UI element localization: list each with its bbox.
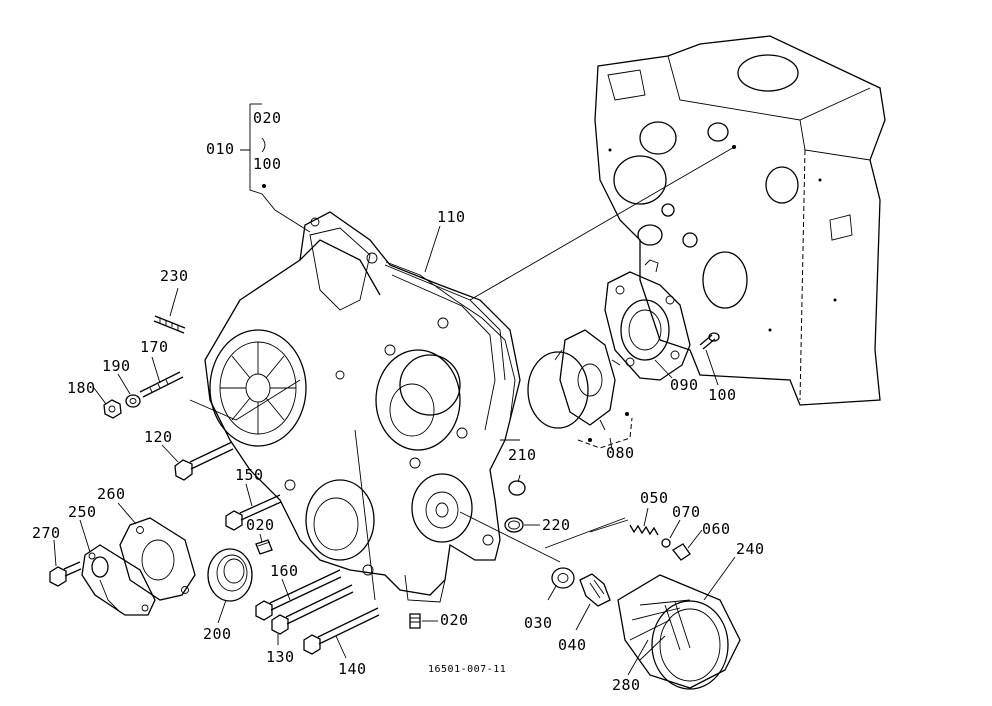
bolt-160: [255, 569, 342, 621]
label-080: 080: [606, 444, 635, 462]
label-020-mid: 020: [246, 516, 275, 534]
label-090: 090: [670, 376, 699, 394]
oil-filter-280: [617, 574, 741, 690]
washer-190: [125, 394, 141, 408]
label-120: 120: [144, 428, 173, 446]
bolt-140: [303, 607, 380, 655]
drawing-reference-code: 16501-007-11: [428, 664, 507, 675]
gear-case-housing: [204, 211, 521, 603]
label-200: 200: [203, 625, 232, 643]
gasket-110: [385, 261, 516, 421]
label-020-top: 020: [253, 109, 282, 127]
label-100-top: 100: [253, 155, 282, 173]
label-210: 210: [508, 446, 537, 464]
label-060: 060: [702, 520, 731, 538]
oil-pump-cover: [604, 259, 691, 381]
label-070: 070: [672, 503, 701, 521]
label-260: 260: [97, 485, 126, 503]
bolt-130: [271, 584, 354, 635]
label-220: 220: [542, 516, 571, 534]
plug-020-upper: [255, 539, 273, 555]
gasket-260: [119, 517, 196, 601]
label-010: 010: [206, 140, 235, 158]
label-150: 150: [235, 466, 264, 484]
label-110: 110: [437, 208, 466, 226]
label-250: 250: [68, 503, 97, 521]
label-230: 230: [160, 267, 189, 285]
label-190: 190: [102, 357, 131, 375]
plug-060: [672, 543, 691, 561]
washer-030: [551, 567, 575, 589]
bolt-150: [225, 494, 282, 531]
nut-180: [103, 399, 122, 419]
label-040: 040: [558, 636, 587, 654]
label-170: 170: [140, 338, 169, 356]
bolt-230: [153, 315, 186, 334]
ball-070: [661, 538, 671, 548]
label-100-right: 100: [708, 386, 737, 404]
stud-170: [139, 371, 184, 398]
bolt-270: [49, 561, 82, 587]
label-130: 130: [266, 648, 295, 666]
bolt-100-right: [699, 332, 720, 350]
o-ring-220: [504, 517, 524, 533]
flange-250: [81, 544, 156, 616]
plug-020-lower: [409, 613, 421, 629]
oil-seal-200: [207, 548, 253, 602]
oil-pump-rotor: [527, 329, 621, 431]
label-030: 030: [524, 614, 553, 632]
label-160: 160: [270, 562, 299, 580]
label-240: 240: [736, 540, 765, 558]
bolt-120: [174, 441, 234, 481]
label-050: 050: [640, 489, 669, 507]
leader-lines: [53, 103, 737, 676]
label-140: 140: [338, 660, 367, 678]
spring-050: [629, 524, 659, 536]
nipple-040: [579, 573, 611, 607]
label-270: 270: [32, 524, 61, 542]
label-180: 180: [67, 379, 96, 397]
o-ring-210: [508, 480, 526, 496]
label-020-bottom: 020: [440, 611, 469, 629]
label-280: 280: [612, 676, 641, 694]
engine-block: [594, 35, 886, 406]
